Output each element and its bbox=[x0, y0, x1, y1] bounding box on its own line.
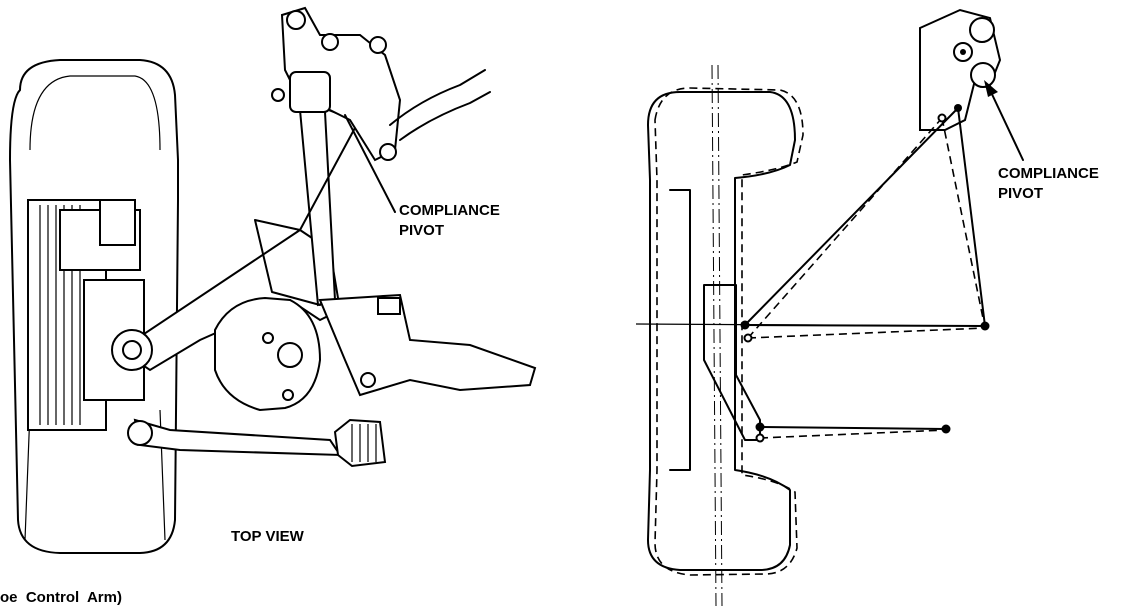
left-pivot-label: PIVOT bbox=[399, 222, 445, 239]
left-compliance-leader bbox=[344, 114, 396, 213]
subframe-tab bbox=[377, 297, 401, 315]
pivot-open-upper bbox=[937, 113, 947, 123]
subframe-bracket bbox=[318, 293, 537, 397]
rear-link-dashed bbox=[941, 117, 986, 329]
top-view-label: TOP VIEW bbox=[231, 528, 304, 545]
left-compliance-label: COMPLIANCE bbox=[399, 202, 500, 219]
mount-bolt-3 bbox=[369, 36, 387, 54]
subframe-bolt bbox=[360, 372, 376, 388]
wheel-stud-2 bbox=[282, 389, 294, 401]
upper-link-solid bbox=[744, 107, 959, 326]
pivot-solid-upper bbox=[954, 104, 962, 112]
pivot-solid-lower bbox=[755, 422, 765, 432]
rotor-ribs bbox=[39, 205, 81, 425]
arm-bushing-front bbox=[111, 329, 153, 371]
lower-control-arm bbox=[118, 228, 342, 372]
mount-circle-1 bbox=[969, 17, 995, 43]
wheel-centerline-2 bbox=[711, 64, 717, 606]
figure-caption: oe Control Arm) bbox=[0, 589, 122, 606]
knuckle-link-dashed bbox=[747, 327, 986, 339]
compliance-arrow-line bbox=[989, 89, 1024, 161]
right-compliance-label: COMPLIANCE bbox=[998, 165, 1099, 182]
pivot-bolt bbox=[271, 88, 285, 102]
tie-rod-boot-ribs bbox=[351, 424, 377, 462]
right-pivot-label: PIVOT bbox=[998, 185, 1044, 202]
knuckle-upper bbox=[99, 199, 136, 246]
pivot-bushing bbox=[289, 71, 331, 113]
left-suspension-drawing bbox=[8, 6, 537, 554]
lower-link-dashed bbox=[759, 429, 947, 439]
mount-bolt-4 bbox=[379, 143, 397, 161]
tie-rod-end bbox=[127, 420, 153, 446]
tire-solid bbox=[647, 91, 796, 571]
pivot-solid-lower-end bbox=[941, 424, 951, 434]
rear-link-solid bbox=[957, 107, 986, 327]
upper-link-dashed bbox=[747, 117, 943, 339]
compliance-pivot-dot bbox=[960, 49, 966, 55]
compliance-arrow-head bbox=[984, 80, 998, 97]
rim-profile bbox=[669, 189, 691, 471]
pivot-solid-knuckle bbox=[740, 320, 750, 330]
arm-web bbox=[254, 219, 321, 306]
mount-bolt-2 bbox=[321, 33, 339, 51]
wheel-stud-1 bbox=[262, 332, 274, 344]
pivot-open-knuckle bbox=[743, 333, 753, 343]
knuckle-block bbox=[703, 284, 761, 441]
pivot-open-lower bbox=[755, 433, 765, 443]
knuckle-link-solid bbox=[744, 324, 986, 327]
cv-boot-outer bbox=[214, 296, 322, 412]
lower-link-solid bbox=[759, 426, 947, 430]
mount-circle-2 bbox=[970, 62, 996, 88]
pivot-solid-rear bbox=[980, 321, 990, 331]
mount-bolt-1 bbox=[286, 10, 306, 30]
stabilizer-bar bbox=[389, 69, 491, 141]
arm-bushing-front-inner bbox=[122, 340, 142, 360]
right-schematic bbox=[635, 8, 1024, 606]
tire-dashed bbox=[654, 87, 804, 576]
wheel-centerline bbox=[717, 64, 723, 606]
hub-nut bbox=[277, 342, 303, 368]
tire-inner-line bbox=[29, 75, 161, 151]
